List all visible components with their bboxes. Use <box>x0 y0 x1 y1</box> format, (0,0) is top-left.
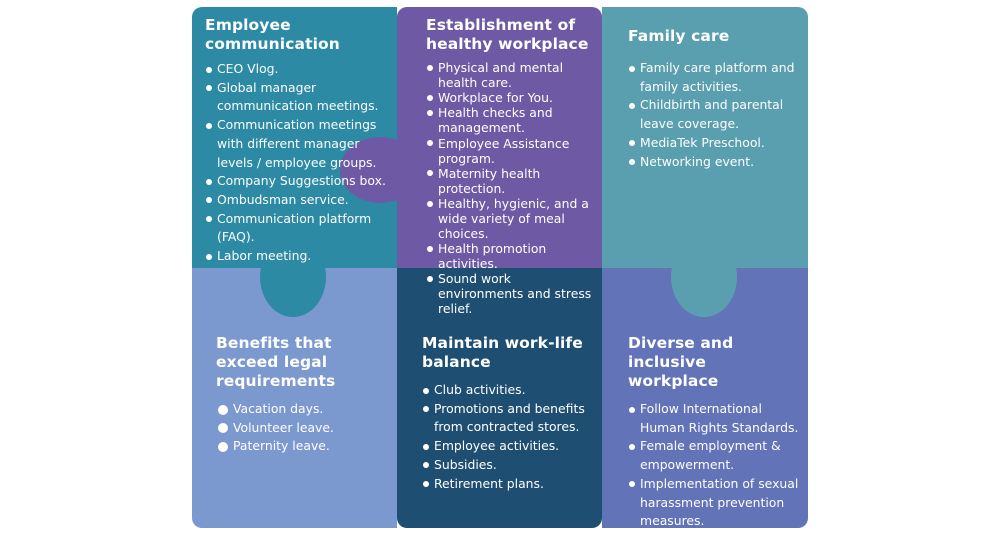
list-item: Vacation days. <box>216 400 391 419</box>
list-item: Follow International Human Rights Standa… <box>628 400 800 437</box>
puzzle-knob-healthy-workplace <box>340 137 420 203</box>
list-item: Promotions and benefits from contracted … <box>422 400 594 437</box>
list-item: Subsidies. <box>422 456 594 475</box>
section-title: Benefits that exceed legal requirements <box>216 334 336 390</box>
list-item: Club activities. <box>422 381 594 400</box>
list-item: Labor meeting. <box>205 247 395 266</box>
list-item: Implementation of sexual harassment prev… <box>628 475 800 531</box>
list-item: Global manager communication meetings. <box>205 79 395 116</box>
item-list: Physical and mental health care.Workplac… <box>426 60 598 316</box>
puzzle-knob-employee-communication <box>260 237 326 317</box>
list-item: Retirement plans. <box>422 475 594 494</box>
section-title: Employee communication <box>205 16 340 53</box>
section-title: Maintain work-life balance <box>422 334 583 371</box>
list-item: Ombudsman service. <box>205 191 395 210</box>
section-title: Diverse and inclusive workplace <box>628 334 734 390</box>
list-item: Physical and mental health care. <box>426 60 598 90</box>
section-benefits: Benefits that exceed legal requirements … <box>216 334 391 456</box>
section-healthy-workplace: Establishment of healthy workplace Physi… <box>426 16 598 317</box>
list-item: Networking event. <box>628 153 800 172</box>
list-item: Company Suggestions box. <box>205 172 395 191</box>
tile-employee-communication <box>192 7 397 268</box>
tile-work-life-balance <box>397 268 602 528</box>
section-title: Family care <box>628 27 730 45</box>
list-item: Communication platform (FAQ). <box>205 210 395 247</box>
list-item: CEO Vlog. <box>205 60 395 79</box>
list-item: Childbirth and parental leave coverage. <box>628 96 800 133</box>
list-item: Maternity health protection. <box>426 166 598 196</box>
list-item: Sound work environments and stress relie… <box>426 271 598 316</box>
tile-family-care <box>602 7 808 268</box>
list-item: Family care platform and family activiti… <box>628 59 800 96</box>
section-family-care: Family care Family care platform and fam… <box>628 27 800 171</box>
list-item: Paternity leave. <box>216 437 391 456</box>
list-item: Health checks and management. <box>426 105 598 135</box>
puzzle-knob-family-care <box>671 237 737 317</box>
section-diverse-inclusive: Diverse and inclusive workplace Follow I… <box>628 334 800 531</box>
item-list: Vacation days.Volunteer leave.Paternity … <box>216 400 391 456</box>
list-item: Employee activities. <box>422 437 594 456</box>
section-title: Establishment of healthy workplace <box>426 16 589 53</box>
list-item: Health promotion activities. <box>426 241 598 271</box>
list-item: Volunteer leave. <box>216 419 391 438</box>
tile-healthy-workplace <box>397 7 602 268</box>
list-item: Communication meetings with different ma… <box>205 116 395 172</box>
section-work-life-balance: Maintain work-life balance Club activiti… <box>422 334 594 493</box>
item-list: Club activities.Promotions and benefits … <box>422 381 594 493</box>
item-list: CEO Vlog.Global manager communication me… <box>205 60 395 266</box>
section-employee-communication: Employee communication CEO Vlog.Global m… <box>205 16 395 266</box>
item-list: Family care platform and family activiti… <box>628 59 800 171</box>
list-item: Workplace for You. <box>426 90 598 105</box>
list-item: Employee Assistance program. <box>426 136 598 166</box>
list-item: Healthy, hygienic, and a wide variety of… <box>426 196 598 241</box>
item-list: Follow International Human Rights Standa… <box>628 400 800 531</box>
list-item: MediaTek Preschool. <box>628 134 800 153</box>
list-item: Female employment & empowerment. <box>628 437 800 474</box>
